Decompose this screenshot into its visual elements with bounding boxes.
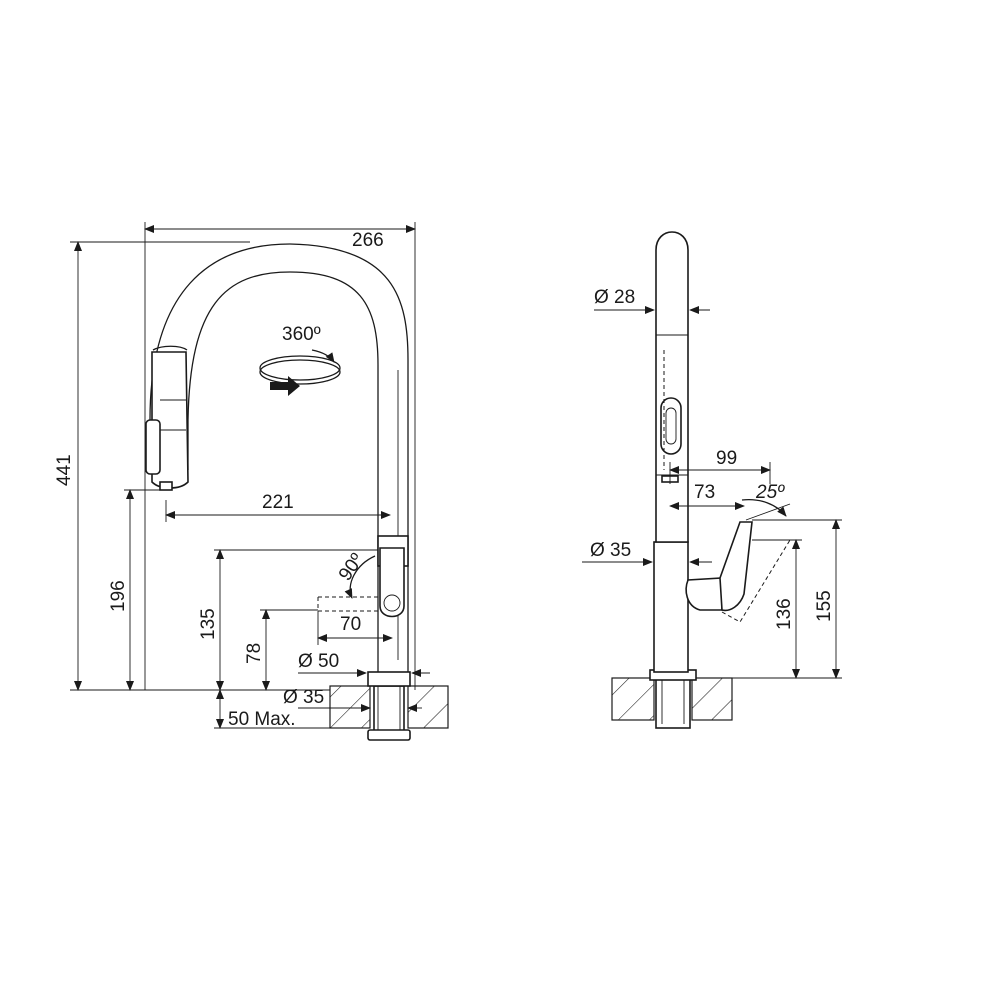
- side-lever-handle: [685, 521, 791, 623]
- angle-90-label: 90º: [335, 550, 368, 585]
- dim-155-label: 155: [814, 590, 835, 622]
- angle-90-arc: [344, 555, 376, 599]
- dim-99-label: 99: [716, 448, 737, 469]
- lever-handle: [317, 535, 409, 618]
- side-countertop-left: [611, 677, 655, 721]
- dim-diam-35-label: Ø 35: [283, 687, 324, 708]
- dim-78-label: 78: [244, 643, 265, 664]
- dim-50-max-label: 50 Max.: [228, 709, 296, 730]
- dim-diam-28-label: Ø 28: [594, 287, 635, 308]
- dim-70-label: 70: [340, 614, 361, 635]
- side-dimension-lines: [582, 306, 842, 679]
- dim-73-label: 73: [694, 482, 715, 503]
- spray-head: [145, 345, 189, 491]
- dim-135-label: 135: [198, 608, 219, 640]
- dim-196-label: 196: [108, 580, 129, 612]
- front-dimension-lines: [70, 222, 430, 729]
- front-view: 266 441 221 196 135 78 70 Ø 50 Ø 35 50 M…: [54, 222, 449, 741]
- angle-25-label: 25º: [755, 482, 785, 503]
- dim-136-label: 136: [774, 598, 795, 630]
- dim-441-label: 441: [54, 454, 75, 486]
- spout: [149, 243, 409, 672]
- side-countertop-right: [691, 677, 733, 721]
- tap-base: [367, 671, 411, 687]
- side-spout: [655, 231, 689, 543]
- swivel-rotation-icon: [259, 349, 341, 396]
- swivel-360-label: 360º: [282, 324, 321, 345]
- side-view: Ø 28 99 73 25º Ø 35 136 155: [582, 231, 842, 729]
- side-mounting-shank: [649, 669, 697, 729]
- side-body: [653, 541, 689, 673]
- countertop-right: [407, 685, 449, 729]
- side-dim-diam-35-label: Ø 35: [590, 540, 631, 561]
- mounting-shank: [367, 685, 411, 741]
- dim-diam-50-label: Ø 50: [298, 651, 339, 672]
- dim-266-label: 266: [352, 230, 384, 251]
- dim-221-label: 221: [262, 492, 294, 513]
- countertop-left: [329, 685, 371, 729]
